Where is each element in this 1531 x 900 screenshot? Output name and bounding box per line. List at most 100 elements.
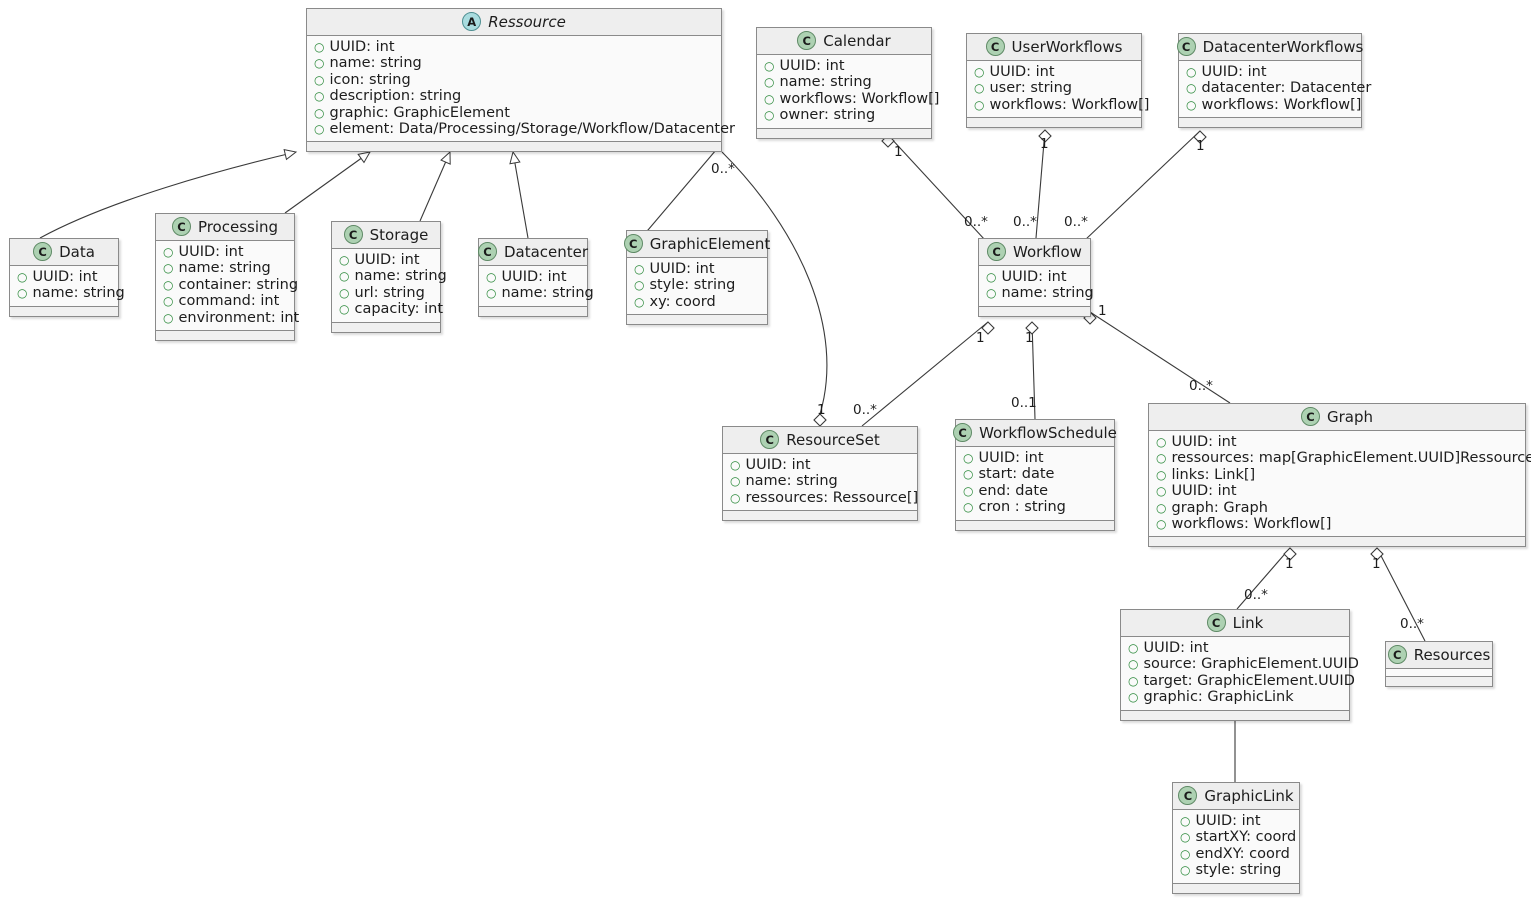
attribute-row: ○UUID: int xyxy=(730,457,911,473)
class-icon: C xyxy=(1176,37,1196,56)
class-icon: C xyxy=(985,37,1005,56)
visibility-public-icon: ○ xyxy=(1180,814,1191,828)
attribute-label: UUID: int xyxy=(501,269,567,285)
visibility-public-icon: ○ xyxy=(963,451,974,465)
attribute-row: ○workflows: Workflow[] xyxy=(974,97,1149,113)
cardinality-label: 1 xyxy=(1025,330,1034,346)
attribute-row: ○ressources: Ressource[] xyxy=(730,490,918,506)
attribute-row: ○ressources: map[GraphicElement.UUID]Res… xyxy=(1156,450,1531,466)
attribute-label: UUID: int xyxy=(354,252,420,268)
visibility-public-icon: ○ xyxy=(1156,484,1167,499)
attribute-label: workflows: Workflow[] xyxy=(989,96,1150,113)
visibility-public-icon: ○ xyxy=(963,467,974,482)
class-icon: C xyxy=(760,430,780,449)
attribute-label: name: string xyxy=(178,260,271,277)
visibility-public-icon: ○ xyxy=(1156,451,1167,466)
cardinality-label: 0..* xyxy=(853,402,877,418)
class-attributes-data: ○UUID: int○name: string xyxy=(10,266,125,306)
visibility-public-icon: ○ xyxy=(730,474,741,489)
class-icon: C xyxy=(1300,407,1320,426)
attribute-label: capacity: int xyxy=(354,301,444,318)
cardinality-label: 0..* xyxy=(1013,214,1037,230)
attribute-label: name: string xyxy=(32,285,125,302)
attribute-row: ○cron : string xyxy=(963,499,1108,515)
class-attributes-graphicelement: ○UUID: int○style: string○xy: coord xyxy=(627,258,767,315)
class-icon: C xyxy=(987,242,1007,261)
attribute-row: ○capacity: int xyxy=(339,301,443,317)
class-name-label: Graph xyxy=(1326,407,1373,426)
class-icon: C xyxy=(623,234,643,253)
attribute-row: ○environment: int xyxy=(163,310,299,326)
class-attributes-datacenterworkflows: ○UUID: int○datacenter: Datacenter○workfl… xyxy=(1179,61,1371,118)
cardinality-label: 0..* xyxy=(711,161,735,177)
attribute-label: ressources: Ressource[] xyxy=(745,489,919,506)
attribute-row: ○xy: coord xyxy=(634,294,761,310)
attribute-label: graph: Graph xyxy=(1171,499,1268,516)
attribute-label: UUID: int xyxy=(745,457,811,473)
attribute-row: ○UUID: int xyxy=(974,64,1135,80)
class-attributes-resources xyxy=(1386,669,1492,676)
visibility-public-icon: ○ xyxy=(634,278,645,293)
visibility-public-icon: ○ xyxy=(314,89,325,104)
attribute-label: owner: string xyxy=(779,107,876,124)
attribute-row: ○name: string xyxy=(764,74,925,90)
class-methods-compartment xyxy=(757,127,931,138)
class-attributes-storage: ○UUID: int○name: string○url: string○capa… xyxy=(332,249,447,322)
edge-datacenter-to-ressource xyxy=(509,150,529,239)
visibility-public-icon: ○ xyxy=(486,286,497,301)
class-name-label: ResourceSet xyxy=(786,430,880,449)
class-icon: C xyxy=(953,423,973,442)
class-icon: C xyxy=(477,242,497,261)
attribute-label: UUID: int xyxy=(329,39,395,55)
class-attributes-processing: ○UUID: int○name: string○container: strin… xyxy=(156,241,299,331)
attribute-row: ○name: string xyxy=(339,268,447,284)
attribute-row: ○UUID: int xyxy=(1128,640,1343,656)
class-methods-compartment xyxy=(979,305,1090,316)
class-name-label: WorkflowSchedule xyxy=(979,423,1117,442)
class-name-label: GraphicLink xyxy=(1204,786,1294,805)
class-name-label: Data xyxy=(59,242,95,261)
attribute-row: ○UUID: int xyxy=(1186,64,1355,80)
attribute-label: UUID: int xyxy=(1195,813,1261,829)
attribute-row: ○ UUID: int xyxy=(1180,813,1293,829)
class-attributes-userworkflows: ○UUID: int○user: string○workflows: Workf… xyxy=(967,61,1149,118)
class-header-resourceset: C ResourceSet xyxy=(723,427,917,454)
class-header-workflowschedule: C WorkflowSchedule xyxy=(953,420,1117,447)
class-attributes-link: ○UUID: int○source: GraphicElement.UUID○t… xyxy=(1121,637,1359,710)
attribute-row: ○workflows: Workflow[] xyxy=(1156,516,1519,532)
attribute-row: ○datacenter: Datacenter xyxy=(1186,80,1371,96)
class-methods-compartment xyxy=(1173,882,1299,893)
visibility-public-icon: ○ xyxy=(314,56,325,71)
attribute-row: ○endXY: coord xyxy=(1180,846,1293,862)
attribute-label: name: string xyxy=(501,285,594,302)
attribute-label: workflows: Workflow[] xyxy=(1201,96,1362,113)
attribute-label: user: string xyxy=(989,80,1072,97)
attribute-row: ○UUID: int xyxy=(486,269,581,285)
attribute-row: ○name: string xyxy=(314,55,715,71)
class-attributes-resourceset: ○UUID: int○name: string○ressources: Ress… xyxy=(723,454,918,511)
attribute-label: UUID: int xyxy=(1143,640,1209,656)
visibility-public-icon: ○ xyxy=(17,270,28,284)
